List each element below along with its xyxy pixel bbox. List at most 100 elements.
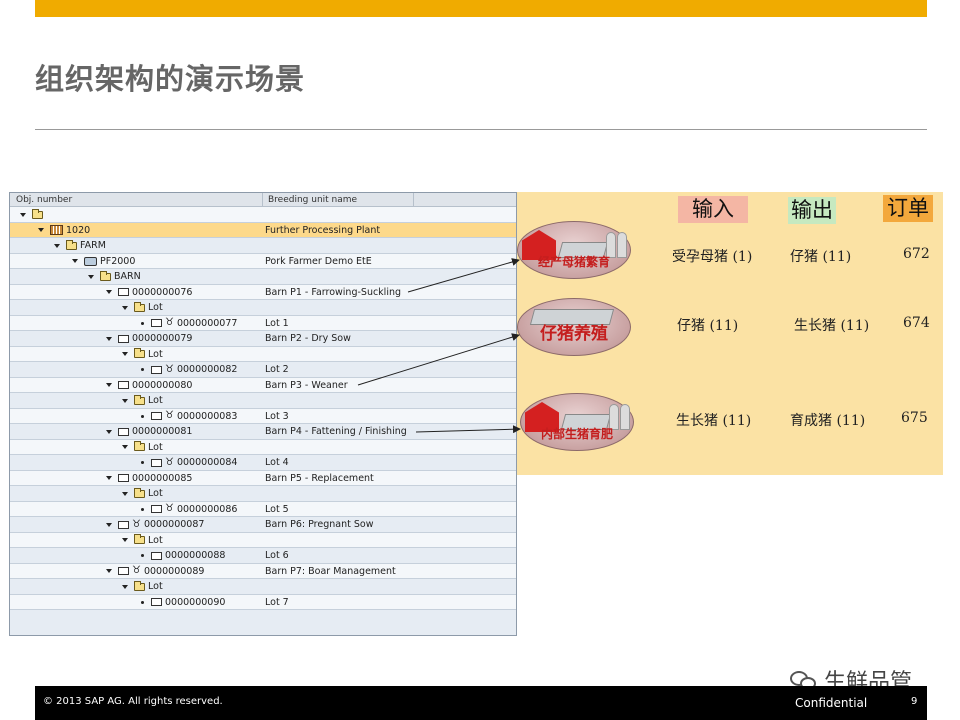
expand-toggle-icon[interactable] bbox=[122, 491, 128, 496]
obj-number: 1020 bbox=[66, 224, 91, 236]
expand-toggle-icon[interactable] bbox=[122, 305, 128, 310]
row2-input: 仔猪 (11) bbox=[677, 318, 739, 334]
obj-number: PF2000 bbox=[100, 255, 136, 267]
leaf-bullet-icon bbox=[141, 600, 144, 604]
leaf-bullet-icon bbox=[141, 414, 144, 418]
badge-label: 仔猪养殖 bbox=[540, 324, 608, 344]
row1-output: 仔猪 (11) bbox=[790, 249, 852, 265]
expand-toggle-icon[interactable] bbox=[72, 259, 78, 263]
tree-row-selected[interactable]: 1020 Further Processing Plant bbox=[10, 222, 516, 238]
expand-toggle-icon[interactable] bbox=[106, 290, 112, 294]
unit-name: Barn P5 - Replacement bbox=[265, 472, 374, 484]
folder-icon bbox=[134, 534, 145, 544]
folder-icon bbox=[134, 394, 145, 405]
expand-toggle-icon[interactable] bbox=[54, 243, 60, 248]
tree-row[interactable]: ♉0000000089 Barn P7: Boar Management bbox=[10, 563, 516, 579]
obj-number: Lot bbox=[148, 441, 163, 453]
tree-row[interactable]: 0000000079 Barn P2 - Dry Sow bbox=[10, 331, 516, 347]
tree-row[interactable]: ♉0000000077 Lot 1 bbox=[10, 315, 516, 331]
animal-group-icon: ♉ bbox=[165, 410, 174, 421]
tree-row[interactable]: Lot bbox=[10, 439, 516, 455]
tree-row[interactable]: ♉0000000082 Lot 2 bbox=[10, 362, 516, 378]
obj-number: 0000000082 bbox=[176, 364, 238, 375]
silo-illustration bbox=[617, 232, 627, 258]
copyright: © 2013 SAP AG. All rights reserved. bbox=[43, 696, 223, 707]
expand-toggle-icon[interactable] bbox=[106, 476, 112, 480]
barn-icon bbox=[118, 474, 129, 482]
tree-row[interactable]: 0000000081 Barn P4 - Fattening / Finishi… bbox=[10, 424, 516, 440]
expand-toggle-icon[interactable] bbox=[106, 522, 112, 527]
obj-number: 0000000090 bbox=[165, 596, 226, 608]
tree-row[interactable]: 0000000090 Lot 7 bbox=[10, 594, 516, 610]
folder-icon bbox=[134, 301, 145, 312]
obj-number: 0000000084 bbox=[176, 457, 238, 468]
obj-number: 0000000088 bbox=[165, 550, 226, 561]
expand-toggle-icon[interactable] bbox=[122, 352, 128, 356]
tree-row[interactable]: 0000000080 Barn P3 - Weaner bbox=[10, 377, 516, 393]
barn-icon bbox=[118, 381, 129, 389]
unit-name: Lot 7 bbox=[265, 596, 289, 608]
obj-number: 0000000089 bbox=[143, 565, 205, 577]
unit-name: Lot 6 bbox=[265, 550, 289, 561]
confidential-label: Confidential bbox=[795, 696, 868, 710]
barn-icon bbox=[118, 427, 129, 436]
lot-icon bbox=[151, 598, 162, 606]
tree-row[interactable]: 0000000076 Barn P1 - Farrowing-Suckling bbox=[10, 284, 516, 300]
header-order: 订单 bbox=[883, 195, 933, 222]
expand-toggle-icon[interactable] bbox=[122, 445, 128, 449]
expand-toggle-icon[interactable] bbox=[106, 383, 112, 387]
org-structure-tree[interactable]: Obj. number Breeding unit name 1020 Furt… bbox=[9, 192, 517, 636]
tree-row[interactable]: 0000000088 Lot 6 bbox=[10, 548, 516, 564]
animal-group-icon: ♉ bbox=[132, 518, 141, 530]
row3-input: 生长猪 (11) bbox=[676, 413, 752, 429]
tree-row[interactable] bbox=[10, 207, 516, 223]
column-header-breeding-unit[interactable]: Breeding unit name bbox=[268, 195, 358, 205]
expand-toggle-icon[interactable] bbox=[106, 336, 112, 341]
obj-number: 0000000087 bbox=[143, 519, 205, 530]
lot-icon bbox=[151, 458, 162, 467]
unit-name: Lot 5 bbox=[265, 503, 289, 515]
row2-output: 生长猪 (11) bbox=[794, 318, 870, 334]
animal-group-icon: ♉ bbox=[165, 363, 174, 375]
tree-row[interactable]: Lot bbox=[10, 579, 516, 595]
title-divider bbox=[35, 129, 927, 130]
expand-toggle-icon[interactable] bbox=[122, 538, 128, 542]
unit-name: Lot 3 bbox=[265, 410, 289, 422]
tree-row[interactable]: BARN bbox=[10, 269, 516, 285]
column-header-obj-number[interactable]: Obj. number bbox=[16, 195, 73, 205]
obj-number: Lot bbox=[148, 302, 163, 313]
top-accent-bar bbox=[35, 0, 927, 17]
animal-group-icon: ♉ bbox=[165, 503, 174, 514]
badge-sow-breeding: 经产母猪繁育 bbox=[517, 221, 631, 279]
page-number: 9 bbox=[911, 696, 918, 707]
row3-order: 675 bbox=[901, 410, 928, 426]
tree-row[interactable]: Lot bbox=[10, 393, 516, 409]
tree-row[interactable]: Lot bbox=[10, 346, 516, 362]
unit-name: Lot 2 bbox=[265, 364, 289, 375]
tree-row[interactable]: ♉0000000084 Lot 4 bbox=[10, 455, 516, 471]
expand-toggle-icon[interactable] bbox=[38, 228, 44, 232]
obj-number: 0000000083 bbox=[176, 410, 238, 422]
tree-row[interactable]: Lot bbox=[10, 486, 516, 502]
tree-row[interactable]: 0000000085 Barn P5 - Replacement bbox=[10, 470, 516, 486]
badge-piglet-rearing: 仔猪养殖 bbox=[517, 298, 631, 356]
folder-icon bbox=[32, 208, 43, 219]
barn-icon bbox=[118, 567, 129, 575]
tree-empty-area bbox=[10, 610, 516, 635]
tree-row[interactable]: PF2000 Pork Farmer Demo EtE bbox=[10, 253, 516, 269]
tree-row[interactable]: Lot bbox=[10, 300, 516, 316]
expand-toggle-icon[interactable] bbox=[88, 274, 94, 279]
tree-row[interactable]: Lot bbox=[10, 532, 516, 548]
expand-toggle-icon[interactable] bbox=[122, 584, 128, 589]
tree-row[interactable]: ♉0000000086 Lot 5 bbox=[10, 501, 516, 517]
expand-toggle-icon[interactable] bbox=[106, 569, 112, 573]
tree-row[interactable]: FARM bbox=[10, 238, 516, 254]
expand-toggle-icon[interactable] bbox=[106, 429, 112, 434]
tree-row[interactable]: ♉0000000083 Lot 3 bbox=[10, 408, 516, 424]
expand-toggle-icon[interactable] bbox=[122, 398, 128, 403]
animal-group-icon: ♉ bbox=[132, 565, 141, 576]
obj-number: Lot bbox=[148, 348, 163, 360]
silo-illustration bbox=[620, 404, 630, 430]
tree-row[interactable]: ♉0000000087 Barn P6: Pregnant Sow bbox=[10, 517, 516, 533]
expand-toggle-icon[interactable] bbox=[20, 212, 26, 217]
